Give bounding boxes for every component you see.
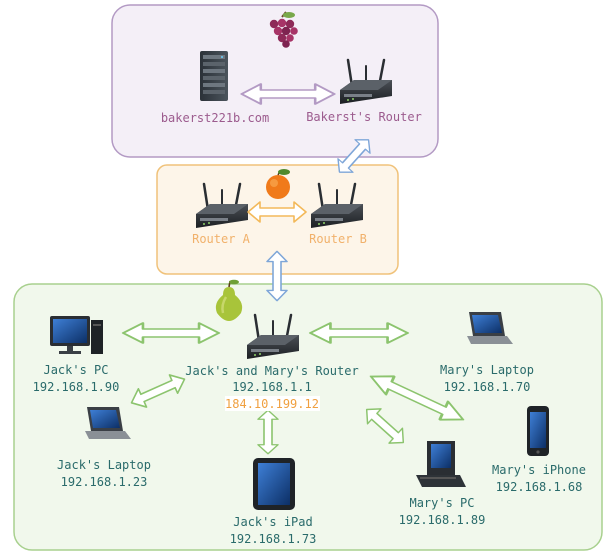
marys-laptop-name: Mary's Laptop (440, 363, 534, 377)
desktop-pc-icon (50, 316, 103, 354)
smartphone-icon (527, 406, 549, 456)
link-router-b-to-home-router (266, 250, 288, 302)
router-a-label: Router A (192, 232, 251, 246)
home-router-public-ip: 184.10.199.12 (225, 397, 319, 411)
router-b-label: Router B (309, 232, 367, 246)
orange-icon (266, 169, 290, 199)
server-label: bakerst221b.com (161, 111, 269, 125)
home-router-name: Jack's and Mary's Router (185, 364, 358, 378)
public-ip-highlight (225, 396, 320, 411)
jacks-pc-ip: 192.168.1.90 (33, 380, 120, 394)
desktop-pc-icon (416, 441, 466, 487)
jacks-laptop-ip: 192.168.1.23 (61, 475, 148, 489)
server-icon (200, 51, 228, 101)
marys-pc-ip: 192.168.1.89 (399, 513, 486, 527)
marys-laptop-ip: 192.168.1.70 (444, 380, 531, 394)
grapes-icon (269, 11, 298, 48)
home-router-private-ip: 192.168.1.1 (232, 380, 311, 394)
marys-pc-name: Mary's PC (409, 496, 474, 510)
tablet-icon (253, 458, 295, 510)
jacks-laptop-name: Jack's Laptop (57, 458, 151, 472)
marys-iphone-name: Mary's iPhone (492, 463, 586, 477)
jacks-ipad-ip: 192.168.1.73 (230, 532, 317, 546)
bakerst-router-label: Bakerst's Router (306, 110, 422, 124)
laptop-icon (85, 407, 131, 439)
pear-icon (215, 279, 243, 321)
jacks-ipad-name: Jack's iPad (233, 515, 312, 529)
isp-zone (111, 4, 439, 158)
jacks-pc-name: Jack's PC (43, 363, 108, 377)
laptop-icon (467, 312, 513, 344)
marys-iphone-ip: 192.168.1.68 (496, 480, 583, 494)
